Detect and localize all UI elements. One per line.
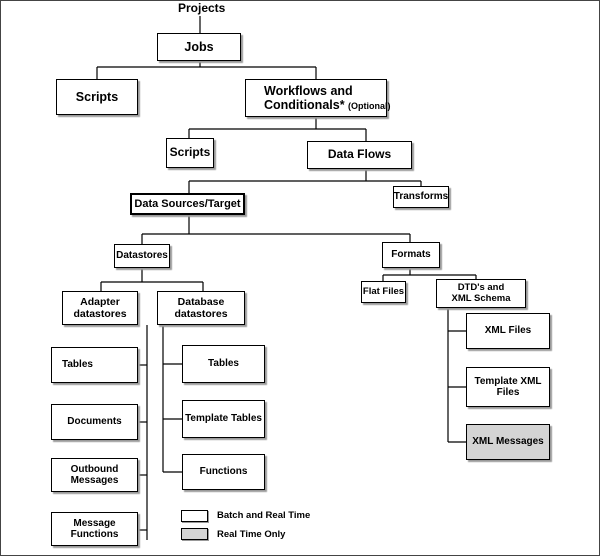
adapter-documents-label: Documents xyxy=(67,416,122,428)
xml-files-box: XML Files xyxy=(466,313,550,349)
workflows-box: Workflows and Conditionals* (Optional) xyxy=(245,79,391,117)
flat-files-box: Flat Files xyxy=(361,281,406,303)
workflows-line2: Conditionals* xyxy=(264,98,345,112)
jobs-label: Jobs xyxy=(184,39,214,54)
transforms-box: Transforms xyxy=(393,186,449,208)
adapter-tables-box: Tables xyxy=(51,347,138,383)
formats-label: Formats xyxy=(391,249,431,261)
xml-messages-label: XML Messages xyxy=(472,436,544,448)
dtd-xml-schema-label: DTD's and XML Schema xyxy=(451,281,511,304)
data-sources-label: Data Sources/Target xyxy=(134,197,241,210)
adapter-message-functions-label: Message Functions xyxy=(70,517,119,541)
template-xml-files-label: Template XML Files xyxy=(474,375,542,399)
db-functions-box: Functions xyxy=(182,454,265,490)
scripts-top-label: Scripts xyxy=(75,89,119,104)
legend-batch-label: Batch and Real Time xyxy=(217,510,311,521)
adapter-documents-box: Documents xyxy=(51,404,138,440)
data-flows-box: Data Flows xyxy=(307,141,412,169)
projects-label: Projects xyxy=(178,1,226,15)
workflows-optional: (Optional) xyxy=(348,101,391,111)
formats-box: Formats xyxy=(382,242,440,268)
flat-files-label: Flat Files xyxy=(362,285,405,297)
db-tables-label: Tables xyxy=(208,358,239,370)
workflows-line1: Workflows and xyxy=(264,83,353,98)
scripts-top-box: Scripts xyxy=(56,79,138,115)
db-functions-label: Functions xyxy=(199,466,248,478)
adapter-outbound-box: Outbound Messages xyxy=(51,458,138,492)
scripts-mid-label: Scripts xyxy=(169,145,211,160)
adapter-tables-label: Tables xyxy=(62,359,93,371)
data-sources-box: Data Sources/Target xyxy=(130,193,245,215)
jobs-box: Jobs xyxy=(157,33,241,61)
datastores-box: Datastores xyxy=(114,244,170,268)
datastores-label: Datastores xyxy=(116,250,168,262)
adapter-outbound-label: Outbound Messages xyxy=(70,463,119,487)
db-template-tables-label: Template Tables xyxy=(185,413,262,425)
template-xml-files-box: Template XML Files xyxy=(466,367,550,407)
adapter-datastores-label: Adapter datastores xyxy=(73,295,127,320)
transforms-label: Transforms xyxy=(393,191,449,203)
data-flows-label: Data Flows xyxy=(327,147,392,162)
dtd-xml-schema-box: DTD's and XML Schema xyxy=(436,279,526,308)
legend-realtime-label: Real Time Only xyxy=(217,529,286,540)
xml-messages-box: XML Messages xyxy=(466,424,550,460)
legend-realtime-swatch xyxy=(181,528,208,540)
database-datastores-label: Database datastores xyxy=(174,295,228,320)
adapter-datastores-box: Adapter datastores xyxy=(62,291,138,325)
db-tables-box: Tables xyxy=(182,345,265,383)
db-template-tables-box: Template Tables xyxy=(182,400,265,438)
scripts-mid-box: Scripts xyxy=(166,138,214,168)
adapter-message-functions-box: Message Functions xyxy=(51,512,138,546)
legend-batch-swatch xyxy=(181,510,208,522)
database-datastores-box: Database datastores xyxy=(157,291,245,325)
xml-files-label: XML Files xyxy=(484,325,532,337)
